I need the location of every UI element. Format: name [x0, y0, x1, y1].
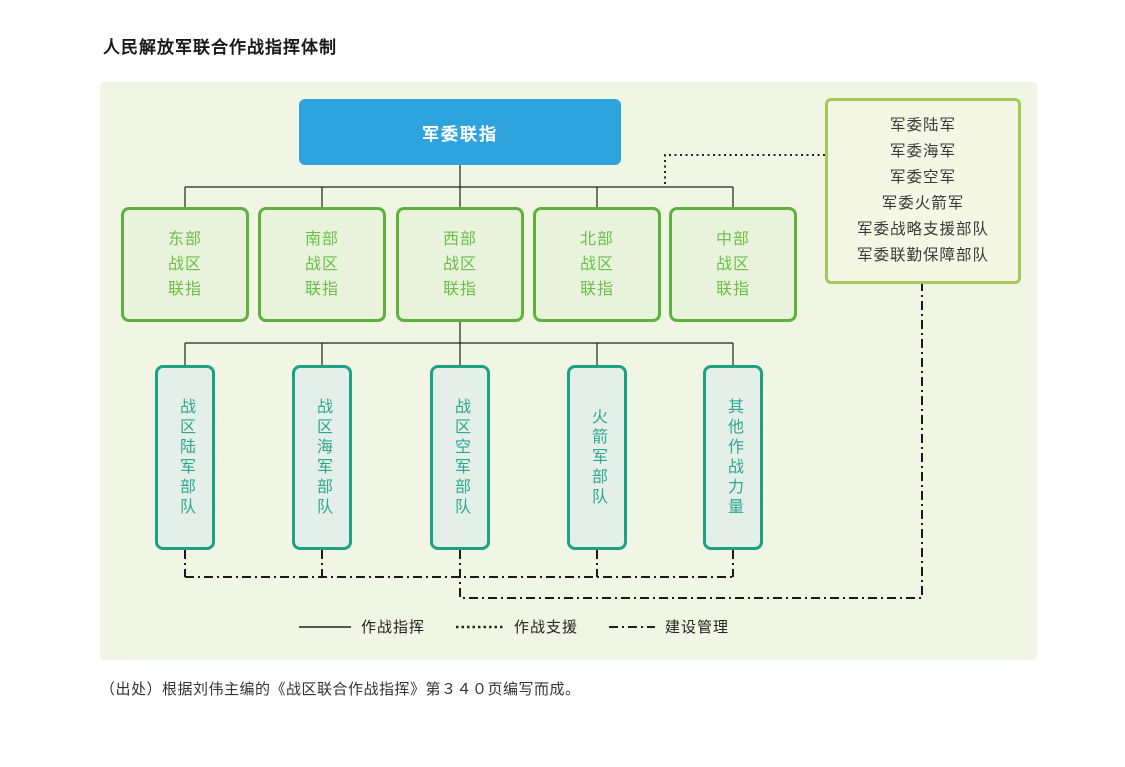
node-label: 其他作战力量 [725, 397, 742, 518]
node-label-line: 战区 [167, 256, 202, 273]
service-item: 军委陆军 [889, 117, 956, 134]
node-rocket-forces: 火箭军部队 [567, 365, 627, 550]
node-northern-theater: 北部 战区 联指 [533, 207, 661, 322]
node-western-theater: 西部 战区 联指 [396, 207, 524, 322]
legend-label: 作战支援 [514, 619, 579, 636]
legend-item-management: 建设管理 [608, 616, 729, 637]
node-eastern-theater: 东部 战区 联指 [121, 207, 249, 322]
service-item: 军委海军 [889, 143, 956, 160]
service-item: 军委联勤保障部队 [856, 247, 989, 264]
node-label-line: 西部 [442, 231, 477, 248]
node-label-line: 北部 [579, 231, 614, 248]
node-label-line: 战区 [579, 256, 614, 273]
legend-line-dashdot [609, 625, 655, 628]
node-label-line: 东部 [167, 231, 202, 248]
node-other-combat-forces: 其他作战力量 [703, 365, 763, 550]
node-label: 火箭军部队 [589, 407, 606, 508]
node-cmc-services: 军委陆军 军委海军 军委空军 军委火箭军 军委战略支援部队 军委联勤保障部队 [825, 98, 1021, 284]
service-item: 军委空军 [889, 169, 956, 186]
node-label-line: 联指 [304, 281, 339, 298]
node-label: 战区海军部队 [314, 397, 331, 518]
node-label-line: 中部 [715, 231, 750, 248]
node-label-line: 南部 [304, 231, 339, 248]
legend-label: 作战指挥 [361, 619, 426, 636]
node-label-line: 联指 [715, 281, 750, 298]
node-label-line: 战区 [715, 256, 750, 273]
node-theater-army-forces: 战区陆军部队 [155, 365, 215, 550]
node-southern-theater: 南部 战区 联指 [258, 207, 386, 322]
service-item: 军委火箭军 [881, 195, 965, 212]
node-label-line: 联指 [579, 281, 614, 298]
node-label: 战区陆军部队 [177, 397, 194, 518]
legend-label: 建设管理 [665, 619, 730, 636]
node-label-line: 联指 [442, 281, 477, 298]
node-central-theater: 中部 战区 联指 [669, 207, 797, 322]
node-theater-navy-forces: 战区海军部队 [292, 365, 352, 550]
node-label-line: 战区 [304, 256, 339, 273]
node-label-line: 联指 [167, 281, 202, 298]
node-label: 战区空军部队 [452, 397, 469, 518]
service-item: 军委战略支援部队 [856, 221, 989, 238]
source-caption: （出处）根据刘伟主编的《战区联合作战指挥》第３４０页编写而成。 [100, 681, 581, 698]
node-theater-airforce-forces: 战区空军部队 [430, 365, 490, 550]
node-label: 军委联指 [422, 124, 498, 144]
legend-item-command: 作战指挥 [298, 616, 425, 637]
legend-item-support: 作战支援 [455, 616, 578, 637]
node-label-line: 战区 [442, 256, 477, 273]
page-title: 人民解放军联合作战指挥体制 [103, 38, 337, 57]
node-cmc-joint-command: 军委联指 [299, 99, 621, 165]
legend-line-dotted [456, 625, 504, 628]
legend-line-solid [299, 625, 351, 628]
